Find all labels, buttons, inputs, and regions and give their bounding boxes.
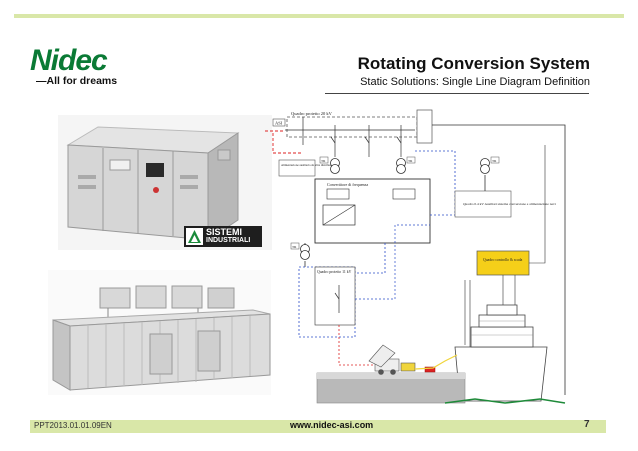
top-accent-bar	[14, 14, 624, 18]
title-divider	[325, 93, 589, 94]
lv-aux-board-label: Quadro 0.4 kV Ausiliari sistema conversi…	[463, 202, 556, 206]
converter-label: Convertitore di frequenza	[327, 182, 368, 187]
company-logo: Nidec —All for dreams	[30, 44, 200, 94]
containerised-unit-photo	[48, 270, 271, 395]
sistemi-industriali-logo: SISTEMI INDUSTRIALI	[184, 226, 262, 247]
partner-logo-line2: INDUSTRIALI	[206, 237, 251, 244]
footer-doc-code: PPT2013.01.01.09EN	[34, 421, 112, 430]
ship-board-label: Quadro protetto 11 kV	[317, 270, 352, 274]
partner-mark-icon	[186, 228, 203, 245]
logo-wordmark: Nidec	[30, 44, 108, 77]
slide-subtitle: Static Solutions: Single Line Diagram De…	[360, 76, 590, 88]
tr-tag-bottom: TR	[292, 245, 297, 249]
slide-title: Rotating Conversion System	[357, 54, 590, 73]
footer-bar	[30, 420, 606, 433]
converter-cabinet-photo	[58, 115, 272, 250]
control-scada-label: Quadro controllo & scada	[483, 258, 523, 262]
page-number: 7	[584, 419, 590, 430]
aux-power-label: Alimentazione ausiliaria da altra distri…	[281, 163, 337, 167]
tr-tag-left: TR	[321, 159, 326, 163]
mv-board-label: Quadro protetto 20 kV	[291, 111, 333, 116]
single-line-diagram: Quadro protetto 20 kV ASI Alimentazione …	[265, 105, 581, 415]
tr-tag-mid: TR	[408, 159, 413, 163]
tr-tag-right: TR	[492, 159, 497, 163]
asi-label: ASI	[275, 121, 283, 126]
footer-website-link[interactable]: www.nidec-asi.com	[290, 420, 374, 430]
logo-tagline: —All for dreams	[36, 75, 118, 87]
partner-logo-line1: SISTEMI	[206, 227, 243, 237]
